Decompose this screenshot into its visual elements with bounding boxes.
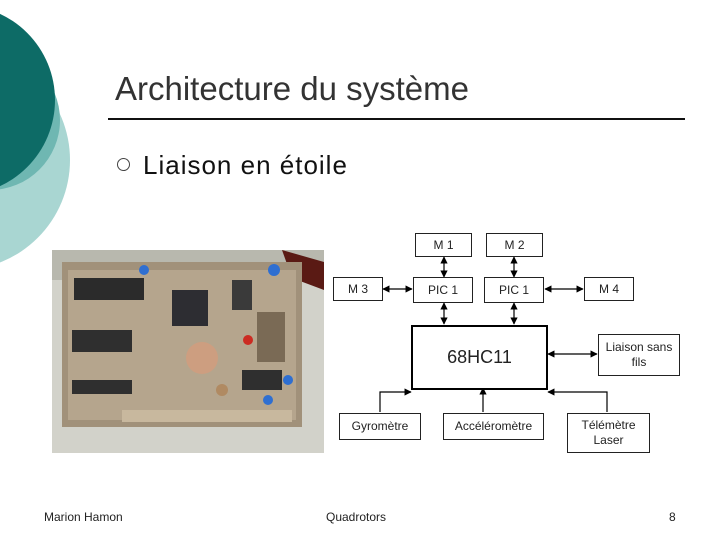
- accelerometer-box: Accéléromètre: [443, 413, 544, 440]
- pic1-left-box: PIC 1: [413, 277, 473, 303]
- motor-m1-box: M 1: [415, 233, 472, 257]
- pic1-right-box: PIC 1: [484, 277, 544, 303]
- wireless-link-box: Liaison sans fils: [598, 334, 680, 376]
- decorative-circles: [0, 0, 110, 300]
- bullet-circle-icon: [117, 158, 130, 171]
- mcu-68hc11-box: 68HC11: [411, 325, 548, 390]
- motor-m4-box: M 4: [584, 277, 634, 301]
- footer-author: Marion Hamon: [44, 510, 123, 524]
- motor-m2-box: M 2: [486, 233, 543, 257]
- gyrometer-box: Gyromètre: [339, 413, 421, 440]
- slide-title: Architecture du système: [115, 70, 469, 107]
- motor-m3-box: M 3: [333, 277, 383, 301]
- title-divider: [108, 118, 685, 120]
- page-number: 8: [669, 510, 676, 524]
- circuit-board-photo: [52, 250, 324, 453]
- footer-project: Quadrotors: [326, 510, 387, 524]
- laser-rangefinder-box: Télémètre Laser: [567, 413, 650, 453]
- bullet-text: Liaison en étoile: [143, 150, 348, 180]
